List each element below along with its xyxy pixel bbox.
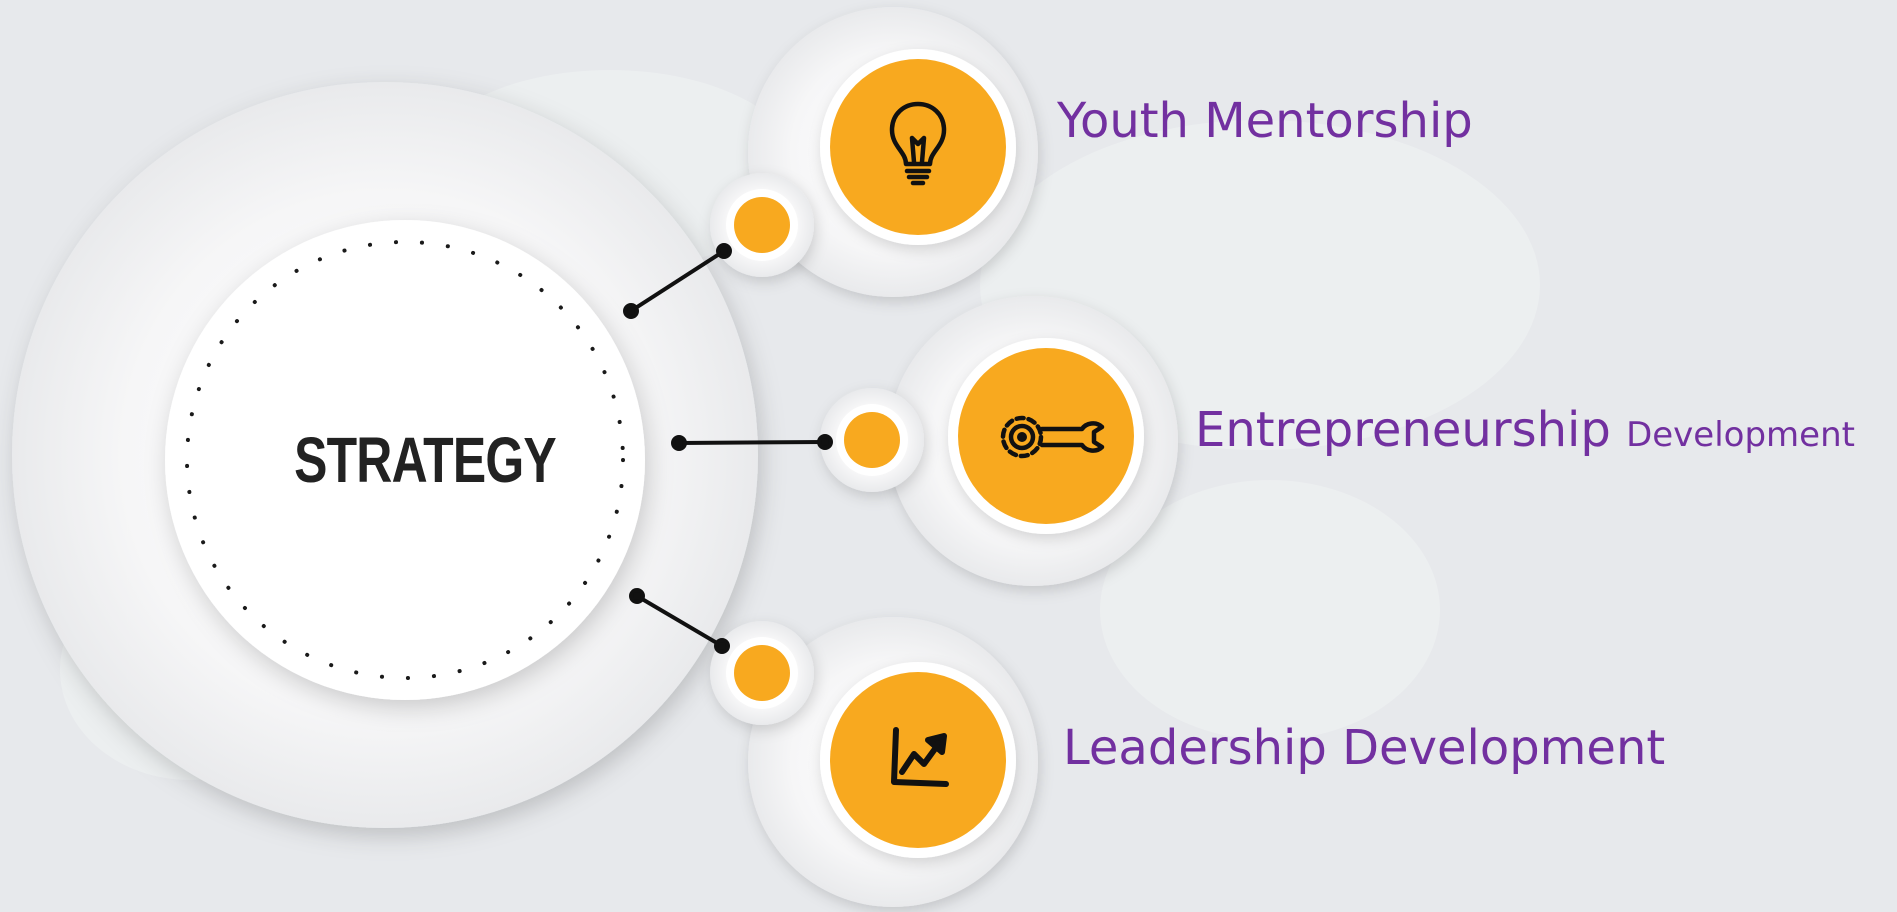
item-label-youth-mentorship: Youth Mentorship: [1057, 93, 1473, 149]
item-label-leadership: Leadership Development: [1063, 720, 1665, 776]
item-2-suffix: Development: [1626, 415, 1855, 455]
item-2-text: Entrepreneurship: [1195, 402, 1611, 458]
item-1-text: Youth Mentorship: [1057, 93, 1473, 149]
center-label: STRATEGY: [294, 424, 557, 496]
connector-node-2: [844, 412, 900, 468]
gear-wrench-icon: [1000, 415, 1105, 459]
connector-node-3: [734, 645, 790, 701]
background-map-shape: [1100, 480, 1440, 740]
center-dotted-ring: [185, 240, 625, 680]
connector-lines: [623, 243, 833, 654]
growth-chart-icon: [891, 727, 949, 787]
item-3-text: Leadership Development: [1063, 720, 1666, 776]
item-disc-1: [830, 59, 1006, 235]
center-circle: [165, 220, 645, 700]
connector-node-1: [734, 197, 790, 253]
item-disc-2: [958, 348, 1134, 524]
item-label-entrepreneurship: Entrepreneurship Development: [1195, 402, 1855, 458]
lightbulb-icon: [889, 101, 947, 186]
